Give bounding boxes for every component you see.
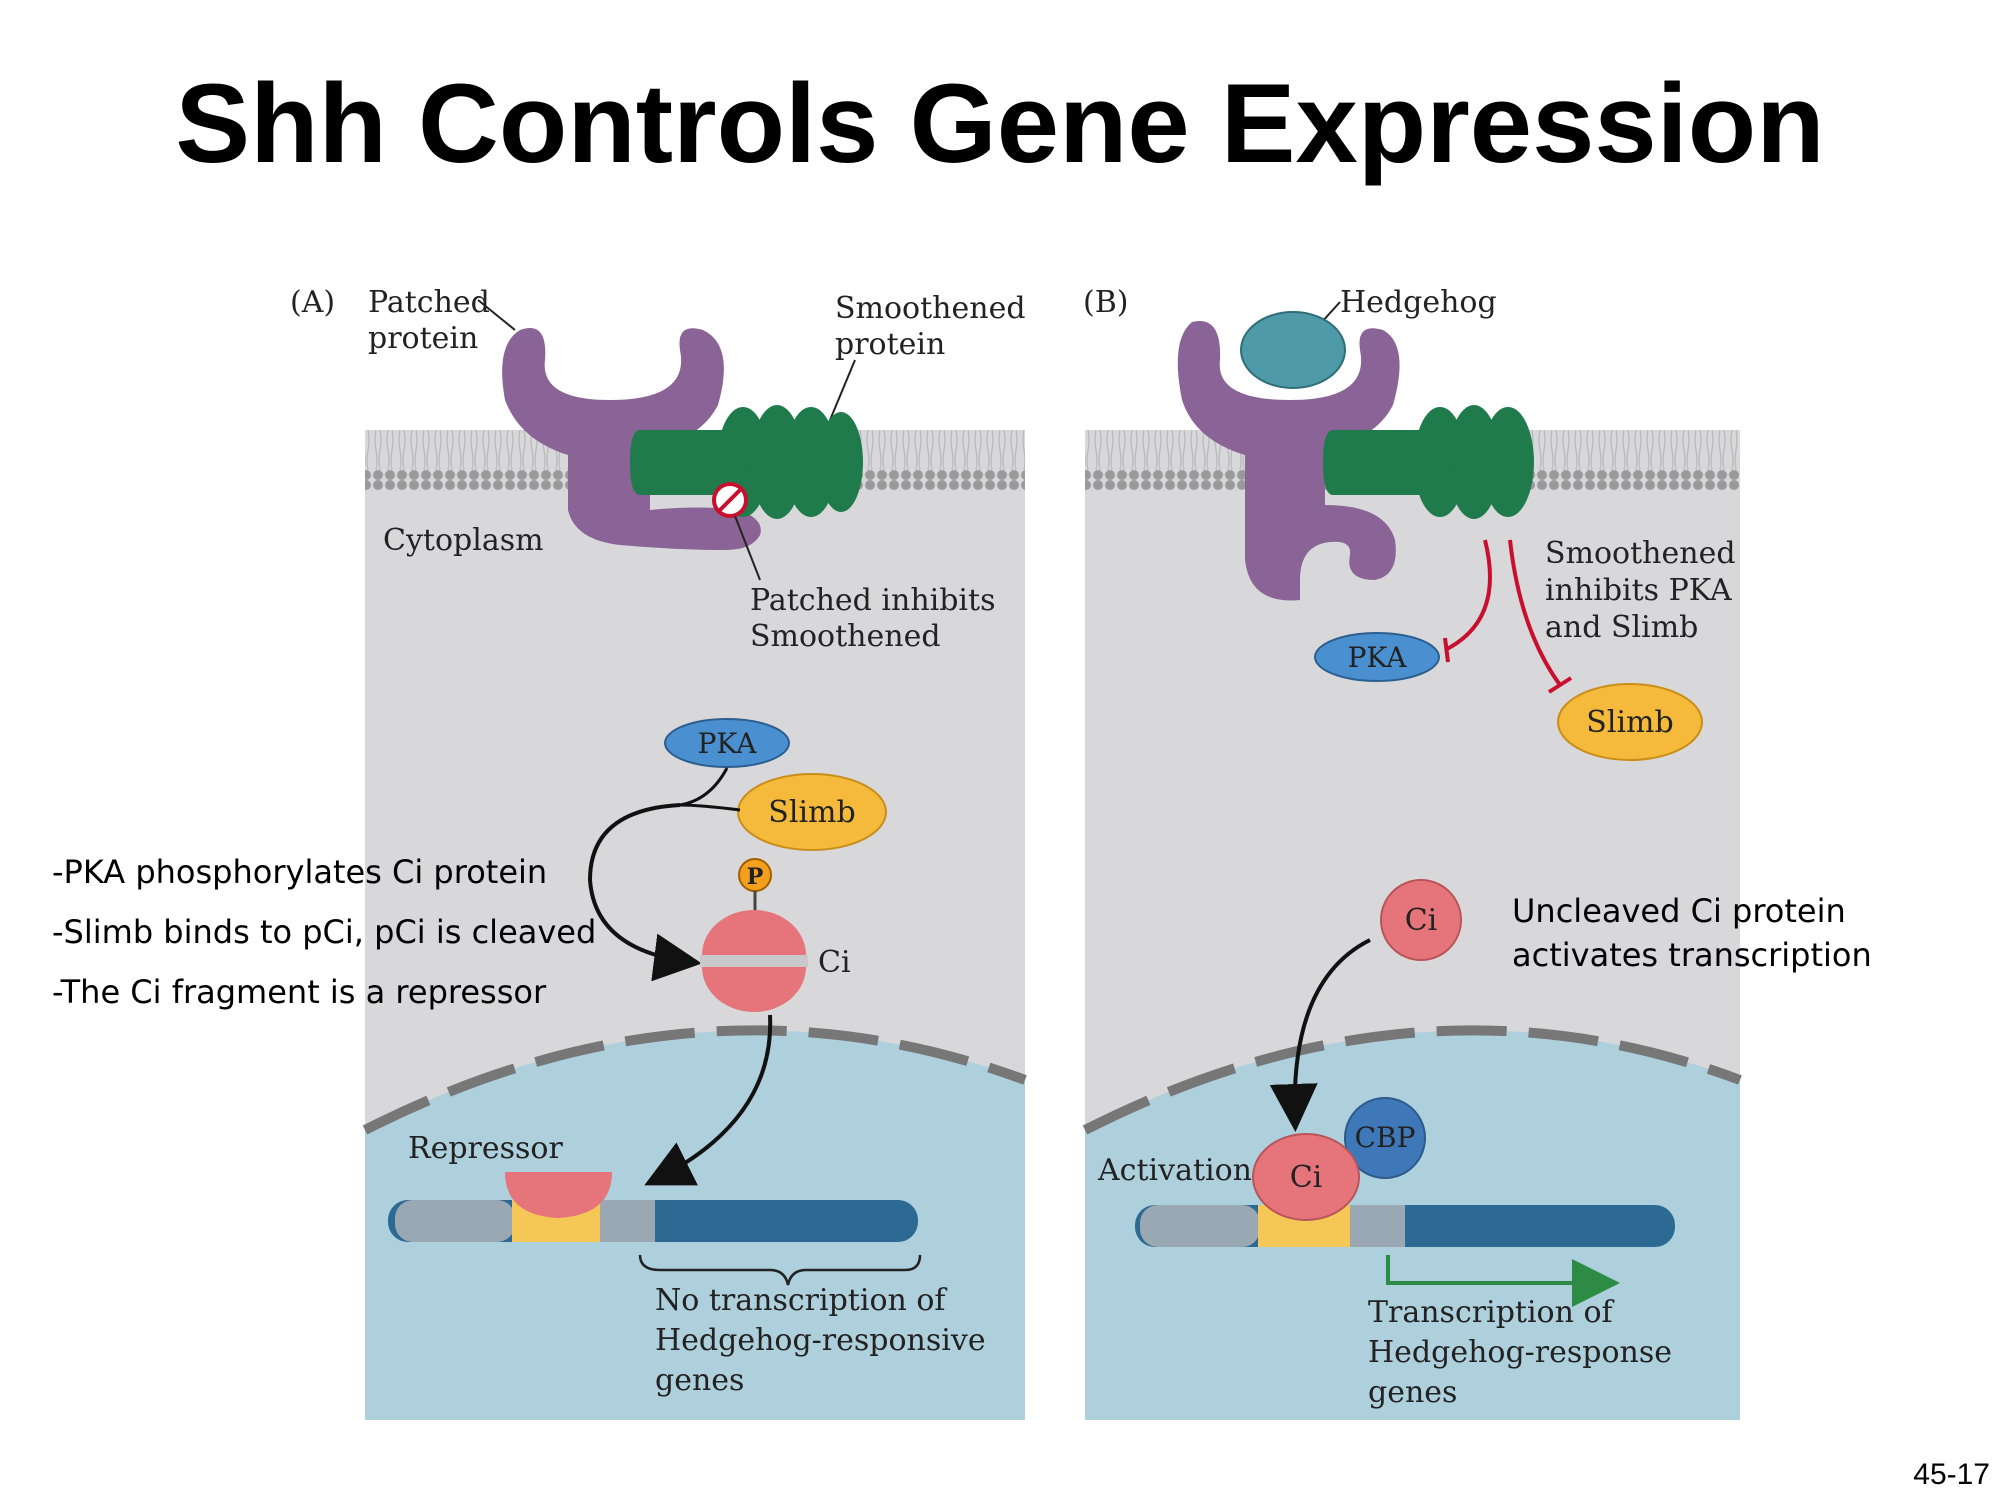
phosphorylation-arrow xyxy=(587,803,702,982)
outcome-b-line3: genes xyxy=(1368,1375,1457,1410)
ci-protein-a xyxy=(700,910,808,1012)
slide-title: Shh Controls Gene Expression xyxy=(175,61,1825,186)
transcription-arrow xyxy=(1386,1255,1620,1307)
inhibition-label-leader xyxy=(734,515,761,581)
smoothened-inhibits-label-line2: inhibits PKA xyxy=(1545,573,1732,608)
smoothened-inhibits-label-line1: Smoothened xyxy=(1545,536,1736,571)
pka-label-b: PKA xyxy=(1348,641,1408,674)
patched-label-line1: Patched xyxy=(368,285,490,320)
note-slimb-binds: -Slimb binds to pCi, pCi is cleaved xyxy=(52,913,597,951)
ci-translocation-arrow xyxy=(1269,938,1371,1132)
repressor-label: Repressor xyxy=(408,1131,563,1166)
smoothened-protein-a xyxy=(630,405,863,519)
pka-protein-b xyxy=(1314,632,1440,682)
smoothened-inhibits-slimb xyxy=(1508,539,1562,687)
phosphate-label: P xyxy=(747,864,764,890)
slide-number: 45-17 xyxy=(1913,1458,1990,1491)
smoothened-label-line2: protein xyxy=(835,327,945,362)
patched-protein-b xyxy=(1177,321,1400,601)
dna-a xyxy=(388,1200,918,1242)
gene-brace-a xyxy=(638,1254,922,1286)
dna-b xyxy=(1135,1205,1675,1247)
hedgehog-protein xyxy=(1240,311,1346,389)
note-ci-fragment: -The Ci fragment is a repressor xyxy=(52,973,547,1011)
repressor-fragment xyxy=(505,1172,612,1218)
smoothened-protein-b xyxy=(1323,405,1534,519)
pka-label-a: PKA xyxy=(698,727,758,760)
slimb-inhibit-bar xyxy=(1547,676,1573,694)
panel-b-nuclear-envelope xyxy=(1082,1025,1742,1135)
ci-label-b: Ci xyxy=(1405,903,1438,938)
ci-bound-label: Ci xyxy=(1290,1160,1323,1195)
activation-label: Activation xyxy=(1097,1153,1252,1188)
inhibition-icon xyxy=(712,482,748,518)
cbp-label: CBP xyxy=(1355,1121,1416,1154)
note-uncleaved-ci-line1: Uncleaved Ci protein xyxy=(1512,892,1846,930)
outcome-a-line1: No transcription of xyxy=(655,1283,947,1318)
panel-b-tag: (B) xyxy=(1083,285,1128,320)
outcome-a-line3: genes xyxy=(655,1363,744,1398)
ci-label-a: Ci xyxy=(818,945,851,980)
smoothened-inhibits-label-line3: and Slimb xyxy=(1545,610,1698,645)
outcome-a-line2: Hedgehog-responsive xyxy=(655,1323,986,1358)
patched-inhibits-label-line1: Patched inhibits xyxy=(750,583,995,618)
panel-a-tag: (A) xyxy=(290,285,335,320)
pka-inhibit-bar xyxy=(1443,637,1450,663)
pka-slimb-connector xyxy=(679,767,741,812)
panel-a-nuclear-envelope xyxy=(362,1025,1027,1135)
patched-protein-a xyxy=(502,328,761,550)
outcome-b-line2: Hedgehog-response xyxy=(1368,1335,1672,1370)
note-uncleaved-ci-line2: activates transcription xyxy=(1512,936,1872,974)
smoothened-inhibits-pka xyxy=(1444,539,1492,652)
slimb-label-b: Slimb xyxy=(1586,705,1673,740)
smoothened-label-line1: Smoothened xyxy=(835,291,1026,326)
ci-protein-b xyxy=(1380,879,1462,961)
slimb-protein-a xyxy=(737,773,887,851)
note-pka-phosphorylates: -PKA phosphorylates Ci protein xyxy=(52,853,548,891)
panel-b: (B) Hedgehog Smoothened inhibits PKA and… xyxy=(1082,285,1742,1420)
outcome-b-line1: Transcription of xyxy=(1368,1295,1615,1330)
cytoplasm-label: Cytoplasm xyxy=(383,523,544,558)
patched-label-line2: protein xyxy=(368,321,478,356)
panel-a: (A) Patched protein Smoothened protein C… xyxy=(290,285,1027,1420)
hedgehog-label: Hedgehog xyxy=(1340,285,1497,320)
ci-bound-protein xyxy=(1252,1133,1360,1221)
slimb-protein-b xyxy=(1557,683,1703,761)
cleavage-arrow xyxy=(644,1014,773,1186)
cbp-protein xyxy=(1344,1097,1426,1179)
patched-label-leader xyxy=(477,299,516,331)
slimb-label-a: Slimb xyxy=(768,795,855,830)
smoothened-label-leader xyxy=(829,359,856,421)
patched-inhibits-label-line2: Smoothened xyxy=(750,619,941,654)
pka-protein-a xyxy=(664,718,790,768)
